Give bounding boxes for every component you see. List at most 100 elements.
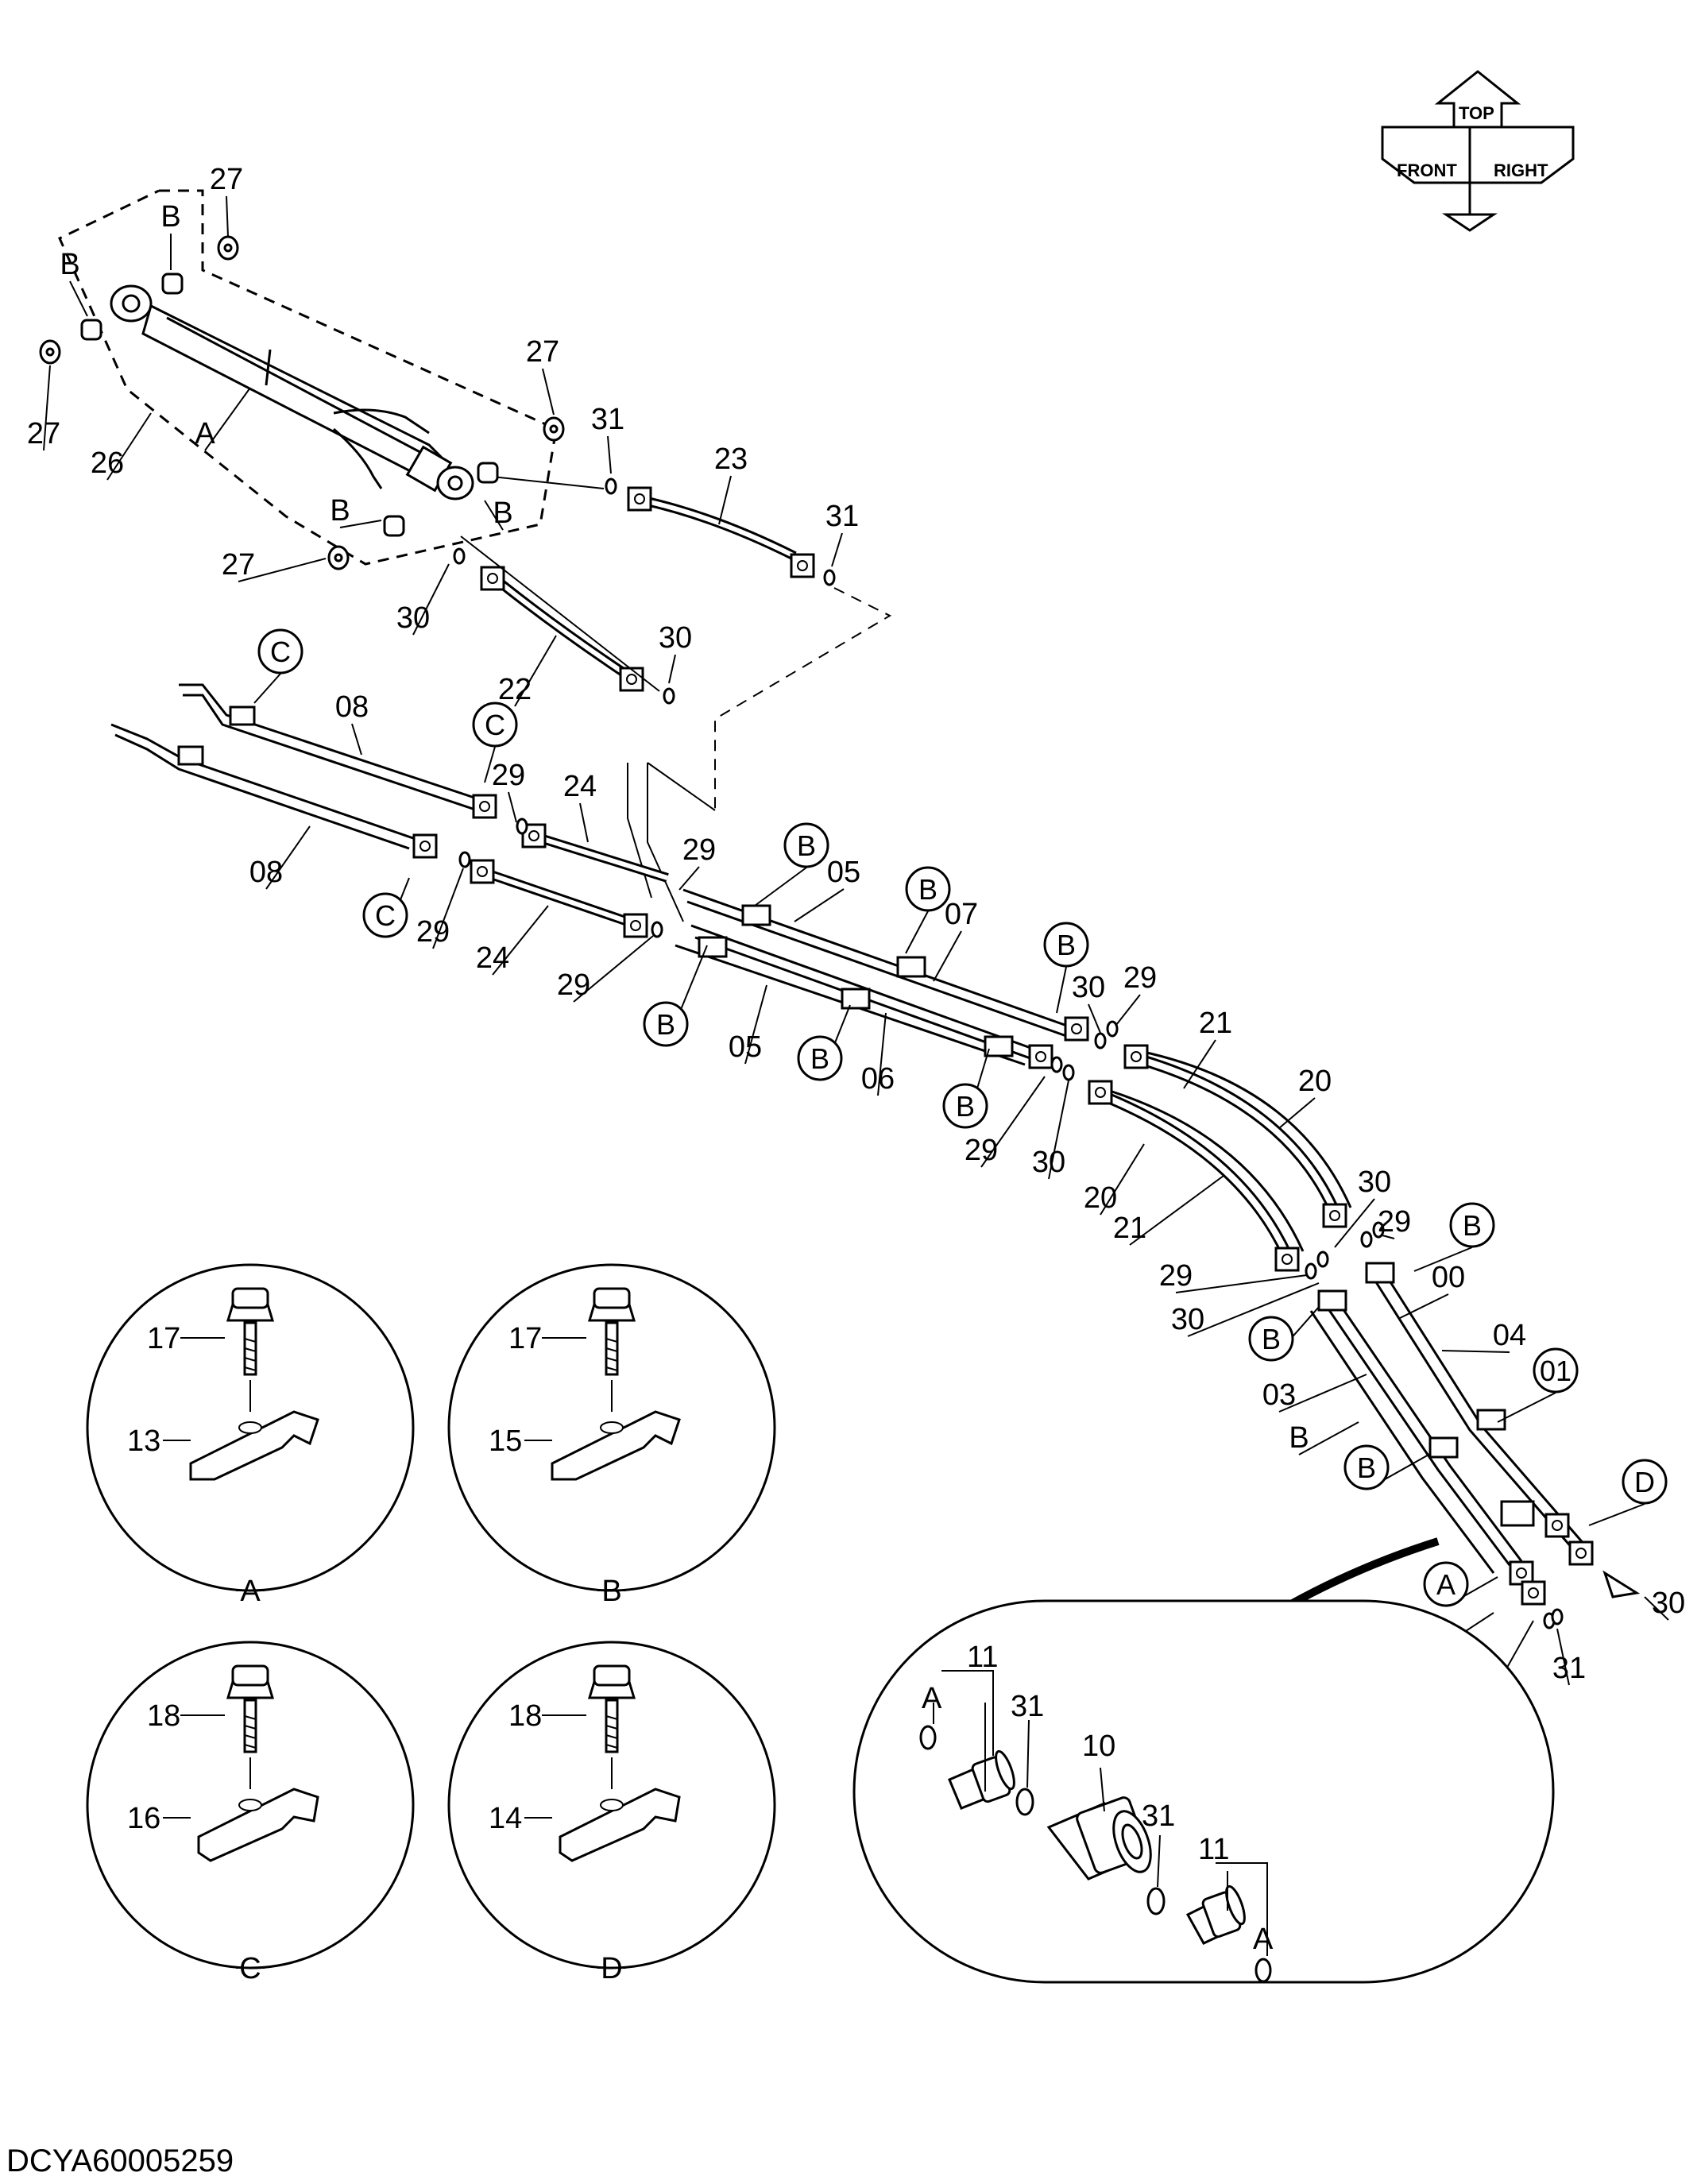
part-label: 29 (557, 968, 590, 1002)
part-label: 24 (563, 770, 597, 803)
part-label: 29 (1123, 961, 1157, 995)
part-label: B (1463, 1209, 1482, 1242)
part-label: 07 (945, 898, 978, 931)
part-label: 27 (210, 163, 243, 196)
part-label: 23 (714, 443, 748, 476)
leader-line (573, 935, 654, 1003)
part-label: 06 (861, 1062, 895, 1096)
part-label: 21 (1199, 1007, 1232, 1040)
adapter-label-11-right: 11 (1198, 1833, 1229, 1866)
part-label: 31 (1552, 1652, 1586, 1685)
leader-line (668, 654, 676, 684)
detail-bolt-label: 18 (508, 1699, 542, 1733)
leader-line (1183, 1039, 1216, 1089)
leader-line (1398, 1293, 1449, 1320)
detail-bolt-label: 18 (147, 1699, 180, 1733)
part-label: 24 (476, 941, 509, 975)
leader-line (1497, 1392, 1556, 1423)
callout-circle (1533, 1347, 1579, 1394)
leader-line (1556, 1628, 1570, 1686)
adapter-label-11-left: 11 (967, 1641, 998, 1674)
callout-circle (942, 1083, 988, 1129)
callout-circle (362, 892, 408, 938)
leader-line (339, 520, 382, 528)
leader-line (678, 866, 700, 891)
leader-line (412, 563, 450, 636)
leader-line (1129, 1175, 1224, 1246)
part-label: 03 (1262, 1378, 1296, 1412)
orientation-label-top: TOP (1459, 103, 1494, 123)
leader-line (1048, 1080, 1069, 1180)
adapter-detail: 11 A 31 10 31 11 A (852, 1599, 1555, 1984)
leader-line (905, 910, 929, 954)
callout-circle (1449, 1202, 1495, 1248)
part-label: B (1289, 1421, 1309, 1455)
leader-line (1413, 1247, 1473, 1272)
part-label: B (918, 873, 937, 906)
leader-line (1056, 966, 1067, 1014)
part-label: B (160, 200, 180, 234)
washers (39, 235, 565, 570)
cylinder-assembly (58, 189, 558, 566)
leader-line (1175, 1274, 1308, 1293)
part-label: 05 (729, 1030, 762, 1064)
part-label: 08 (249, 856, 283, 889)
part-label: 30 (1358, 1165, 1391, 1199)
part-label: C (270, 636, 291, 668)
adapter-label-a-left: A (922, 1682, 942, 1715)
hose-24-upper (521, 823, 669, 883)
leader-line (484, 500, 504, 531)
leader-line (1278, 1097, 1316, 1129)
part-label: D (1634, 1466, 1655, 1498)
part-label: B (1357, 1451, 1376, 1484)
orientation-label-right: RIGHT (1494, 160, 1548, 180)
leader-line (1115, 994, 1141, 1026)
part-label: B (797, 829, 816, 862)
detail-bolt-label: 17 (147, 1322, 180, 1355)
leader-line (351, 723, 362, 756)
part-label: B (330, 494, 350, 528)
leader-line (1298, 1421, 1359, 1455)
part-label: 30 (1171, 1303, 1204, 1336)
part-label: 29 (492, 759, 525, 792)
adapter-o-rings (919, 1725, 1272, 1983)
leader-line (744, 984, 767, 1065)
callout-circle (797, 1035, 843, 1081)
detail-letter: C (239, 1952, 261, 1985)
leader-line (1382, 1235, 1395, 1239)
leader-line (43, 365, 51, 451)
part-label: 30 (1652, 1587, 1685, 1620)
part-label: B (60, 248, 79, 281)
part-label: 31 (591, 403, 624, 436)
leader-line (754, 867, 807, 906)
leader-line (542, 368, 555, 416)
hose-22 (480, 566, 644, 692)
adapter-label-31-right: 31 (1142, 1799, 1175, 1833)
part-label: B (656, 1008, 675, 1041)
part-label: B (1057, 929, 1076, 961)
part-label: 31 (825, 500, 859, 533)
part-label: 30 (1032, 1146, 1065, 1179)
leader-line (238, 558, 327, 582)
leader-line (265, 825, 311, 890)
hose-24-lower (470, 859, 648, 938)
part-label: 01 (1540, 1355, 1571, 1387)
adapter-leaders (933, 1670, 1268, 1956)
leader-line (980, 1076, 1046, 1168)
detail-clamp-label: 15 (489, 1424, 522, 1458)
part-label: B (493, 497, 512, 530)
leader-line (579, 802, 589, 843)
leader-line (1644, 1596, 1669, 1621)
adapter-fitting-right (1185, 1884, 1246, 1945)
adapter-label-a-right: A (1253, 1923, 1274, 1956)
leader-line (933, 930, 962, 982)
part-label: 29 (965, 1134, 998, 1167)
detail-letter: D (601, 1952, 622, 1985)
adapter-body-10 (1046, 1796, 1152, 1881)
part-label: 05 (827, 856, 860, 889)
leader-line (514, 635, 557, 707)
